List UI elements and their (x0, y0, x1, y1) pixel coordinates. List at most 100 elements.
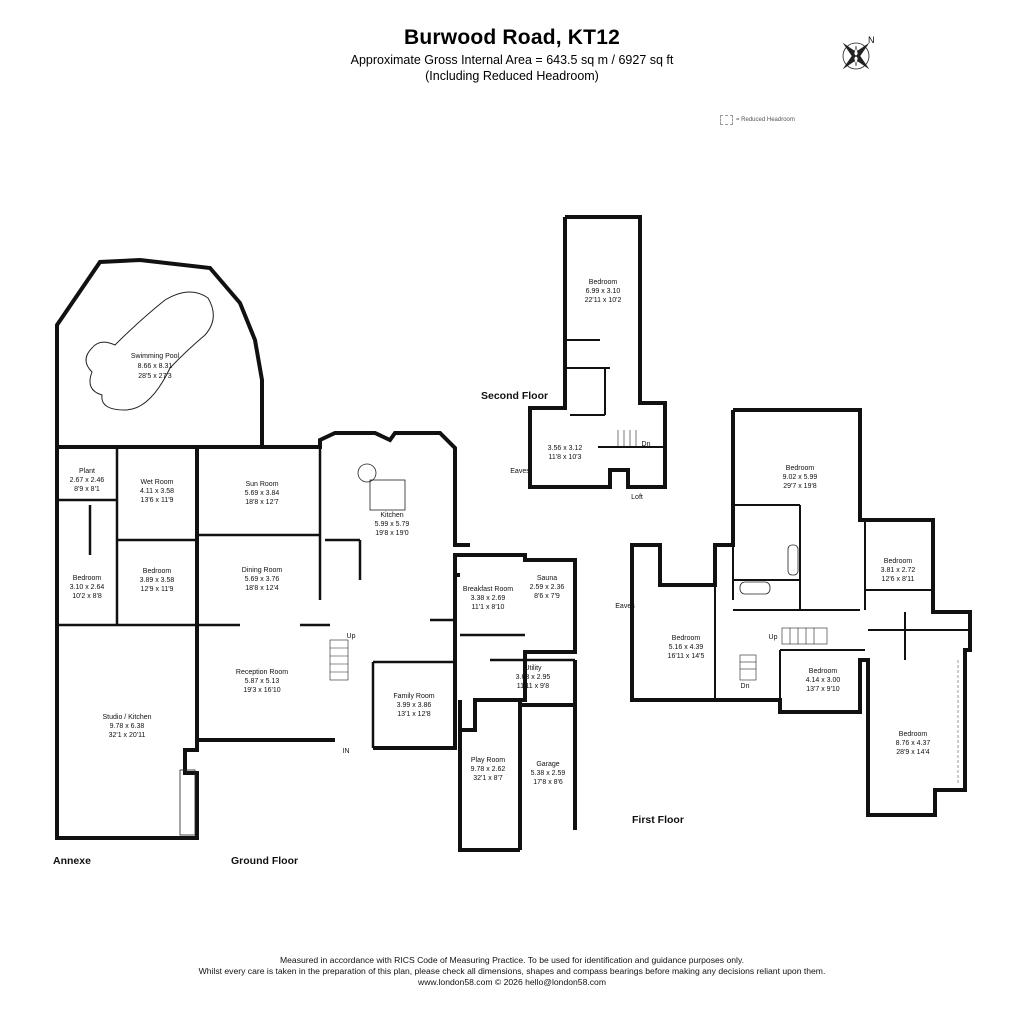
svg-text:2.59 x 2.36: 2.59 x 2.36 (530, 584, 565, 591)
svg-text:Family Room: Family Room (393, 693, 434, 700)
svg-text:13'6 x 11'9: 13'6 x 11'9 (141, 497, 174, 504)
svg-text:19'8 x 19'0: 19'8 x 19'0 (375, 530, 409, 537)
svg-text:Studio / Kitchen: Studio / Kitchen (102, 714, 151, 721)
room-label-first-floor-main-bedroom: Bedroom 9.02 x 5.99 29'7 x 19'8 (783, 465, 818, 490)
svg-text:8.76 x 4.37: 8.76 x 4.37 (896, 740, 931, 747)
svg-text:28'5 x 27'3: 28'5 x 27'3 (138, 373, 172, 380)
floor-label-annexe: Annexe (53, 855, 91, 867)
footer-disclaimer-1: Measured in accordance with RICS Code of… (279, 955, 744, 965)
marker-dn-first: Dn (741, 683, 750, 690)
svg-text:10'2 x 8'8: 10'2 x 8'8 (72, 593, 102, 600)
swimming-pool-shape (85, 291, 214, 411)
svg-text:Garage: Garage (536, 761, 559, 768)
svg-text:Bedroom: Bedroom (143, 568, 172, 575)
svg-text:5.87 x 5.13: 5.87 x 5.13 (245, 678, 280, 685)
svg-text:3.89 x 3.58: 3.89 x 3.58 (140, 577, 175, 584)
svg-text:13'7 x 9'10: 13'7 x 9'10 (806, 686, 840, 693)
svg-text:13'1 x 12'8: 13'1 x 12'8 (397, 711, 431, 718)
svg-text:4.11 x 3.58: 4.11 x 3.58 (140, 488, 174, 495)
room-label-annexe-bedroom-1: Bedroom 3.10 x 2.64 10'2 x 8'8 (70, 575, 105, 600)
svg-text:9.78 x 6.38: 9.78 x 6.38 (110, 723, 145, 730)
first-floor-bath-2 (787, 544, 799, 576)
room-label-first-floor-bedroom-876: Bedroom 8.76 x 4.37 28'9 x 14'4 (896, 731, 931, 756)
svg-text:Utility: Utility (524, 665, 542, 672)
second-floor-walls (528, 215, 667, 489)
legend: = Reduced Headroom (720, 115, 795, 125)
svg-text:Breakfast Room: Breakfast Room (463, 586, 513, 593)
svg-text:11'11 x 9'8: 11'11 x 9'8 (517, 683, 549, 690)
first-floor-walls (630, 408, 972, 817)
marker-eaves-first: Eaves (615, 603, 635, 610)
plan-title: Burwood Road, KT12 (404, 26, 620, 49)
svg-text:Bedroom: Bedroom (786, 465, 815, 472)
marker-entrance: IN (343, 748, 350, 755)
room-label-pool: Swimming Pool 8.66 x 8.31 28'5 x 27'3 (131, 353, 180, 380)
svg-text:Sauna: Sauna (537, 575, 557, 582)
svg-text:12'6 x 8'11: 12'6 x 8'11 (882, 576, 915, 583)
svg-text:2.67 x 2.46: 2.67 x 2.46 (70, 477, 105, 484)
room-label-first-floor-bedroom-414: Bedroom 4.14 x 3.00 13'7 x 9'10 (806, 668, 841, 693)
svg-text:19'3 x 16'10: 19'3 x 16'10 (243, 687, 280, 694)
svg-text:5.99 x 5.79: 5.99 x 5.79 (375, 521, 410, 528)
legend-label: = Reduced Headroom (736, 117, 795, 123)
floor-label-second: Second Floor (481, 390, 548, 402)
svg-text:32'1 x 8'7: 32'1 x 8'7 (473, 775, 503, 782)
svg-text:Bedroom: Bedroom (809, 668, 838, 675)
room-label-wetroom: Wet Room 4.11 x 3.58 13'6 x 11'9 (140, 479, 174, 504)
svg-text:Bedroom: Bedroom (73, 575, 102, 582)
room-label-sunroom: Sun Room 5.69 x 3.84 18'8 x 12'7 (245, 481, 280, 506)
second-floor-stairs (617, 430, 637, 447)
room-label-garage: Garage 5.38 x 2.59 17'8 x 8'6 (531, 761, 566, 786)
ground-floor-walls (55, 257, 577, 852)
headroom-note: (Including Reduced Headroom) (425, 69, 599, 83)
svg-text:Reception Room: Reception Room (236, 669, 288, 676)
room-label-reception: Reception Room 5.87 x 5.13 19'3 x 16'10 (236, 669, 288, 694)
svg-text:Bedroom: Bedroom (672, 635, 701, 642)
svg-text:8'6 x 7'9: 8'6 x 7'9 (534, 593, 560, 600)
svg-text:3.38 x 2.69: 3.38 x 2.69 (471, 595, 506, 602)
first-floor-bath (739, 581, 771, 595)
room-label-kitchen: Kitchen 5.99 x 5.79 19'8 x 19'0 (375, 512, 410, 537)
room-label-second-floor-room: 3.56 x 3.12 11'8 x 10'3 (548, 445, 583, 461)
svg-text:3.99 x 3.86: 3.99 x 3.86 (397, 702, 432, 709)
svg-text:Bedroom: Bedroom (589, 279, 618, 286)
studio-counter (179, 769, 196, 836)
room-label-studio: Studio / Kitchen 9.78 x 6.38 32'1 x 20'1… (102, 714, 151, 739)
svg-text:Bedroom: Bedroom (899, 731, 928, 738)
room-label-plant: Plant 2.67 x 2.46 8'9 x 8'1 (70, 468, 105, 493)
room-label-first-floor-bedroom-381: Bedroom 3.81 x 2.72 12'6 x 8'11 (881, 558, 916, 583)
svg-text:8'9 x 8'1: 8'9 x 8'1 (74, 486, 100, 493)
svg-text:Dining Room: Dining Room (242, 567, 283, 574)
ground-floor-inner-walls (57, 447, 575, 748)
svg-text:3.10 x 2.64: 3.10 x 2.64 (70, 584, 105, 591)
room-label-first-floor-bedroom-516: Bedroom 5.16 x 4.39 16'11 x 14'5 (668, 635, 705, 660)
svg-text:11'8 x 10'3: 11'8 x 10'3 (549, 454, 582, 461)
marker-up-first: Up (769, 634, 778, 641)
room-label-utility: Utility 3.63 x 2.95 11'11 x 9'8 (516, 665, 551, 690)
marker-loft: Loft (631, 494, 643, 501)
svg-text:16'11 x 14'5: 16'11 x 14'5 (668, 653, 705, 660)
kitchen-island (369, 479, 406, 511)
svg-text:32'1 x 20'11: 32'1 x 20'11 (109, 732, 146, 739)
marker-dn-second: Dn (642, 441, 651, 448)
svg-text:29'7 x 19'8: 29'7 x 19'8 (783, 483, 817, 490)
svg-text:6.99 x 3.10: 6.99 x 3.10 (586, 288, 621, 295)
svg-text:22'11 x 10'2: 22'11 x 10'2 (585, 297, 622, 304)
svg-text:5.69 x 3.84: 5.69 x 3.84 (245, 490, 280, 497)
room-label-playroom: Play Room 9.78 x 2.62 32'1 x 8'7 (471, 757, 506, 782)
svg-text:3.81 x 2.72: 3.81 x 2.72 (881, 567, 916, 574)
area-text: Approximate Gross Internal Area = 643.5 … (350, 53, 674, 67)
svg-text:3.56 x 3.12: 3.56 x 3.12 (548, 445, 583, 452)
svg-text:Play Room: Play Room (471, 757, 505, 764)
svg-text:3.63 x 2.95: 3.63 x 2.95 (516, 674, 551, 681)
svg-text:9.78 x 2.62: 9.78 x 2.62 (471, 766, 506, 773)
compass-icon (842, 42, 870, 70)
svg-text:Swimming Pool: Swimming Pool (131, 353, 180, 360)
svg-text:5.38 x 2.59: 5.38 x 2.59 (531, 770, 566, 777)
svg-text:12'9 x 11'9: 12'9 x 11'9 (141, 586, 174, 593)
second-floor-inner-walls (565, 339, 665, 448)
room-label-annexe-bedroom-2: Bedroom 3.89 x 3.58 12'9 x 11'9 (140, 568, 175, 593)
svg-text:8.66 x 8.31: 8.66 x 8.31 (138, 363, 173, 370)
svg-text:18'8 x 12'4: 18'8 x 12'4 (245, 585, 279, 592)
